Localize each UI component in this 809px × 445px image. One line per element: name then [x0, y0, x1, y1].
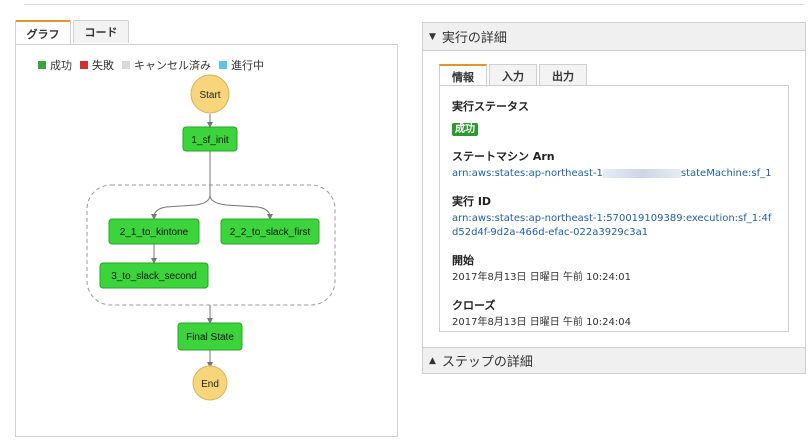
state-init[interactable]: [182, 126, 238, 152]
legend-label: 進行中: [231, 59, 264, 72]
state-kintone-label: 2_1_to_kintone: [120, 227, 189, 238]
tab-output[interactable]: 出力: [539, 64, 587, 86]
state-slack-second[interactable]: [99, 262, 209, 289]
state-slack-first[interactable]: [220, 218, 320, 245]
state-final[interactable]: [177, 322, 243, 351]
state-machine-graph: Start 1_sf_init 2_1_to_kintone 2_2_to_sl…: [86, 74, 336, 401]
execution-details-title: 実行の詳細: [441, 31, 507, 46]
success-swatch: [38, 61, 46, 69]
start-time-label: 開始: [452, 254, 474, 267]
close-time-value: 2017年8月13日 日曜日 午前 10:24:04: [452, 317, 631, 328]
state-final-label: Final State: [186, 332, 234, 343]
legend-label: 失敗: [92, 59, 114, 72]
legend-success: 成功: [38, 57, 72, 73]
edge: [151, 185, 211, 220]
legend-cancelled: キャンセル済み: [122, 57, 211, 73]
tab-info[interactable]: 情報: [439, 64, 487, 87]
state-init-label: 1_sf_init: [191, 135, 228, 146]
arn-suffix: stateMachine:sf_1: [680, 168, 772, 179]
execution-details-panel: ▼ 実行の詳細 情報 入力 出力 実行ステータス 成功 ステートマシン Arn …: [422, 22, 806, 352]
status-label: 実行ステータス: [452, 100, 529, 113]
state-kintone[interactable]: [108, 218, 200, 245]
state-slack-second-label: 3_to_slack_second: [111, 271, 197, 282]
failed-swatch: [80, 61, 88, 69]
redacted-account: [602, 168, 681, 178]
graph-panel: 成功 失敗 キャンセル済み 進行中 Start 1_sf_init 2_1_to…: [15, 44, 398, 437]
legend-in-progress: 進行中: [219, 57, 264, 73]
legend: 成功 失敗 キャンセル済み 進行中: [38, 57, 264, 73]
end-node[interactable]: [192, 365, 228, 401]
legend-label: 成功: [50, 59, 72, 72]
legend-label: キャンセル済み: [134, 59, 211, 72]
edge: [209, 194, 273, 220]
arn-prefix: arn:aws:states:ap-northeast-1: [452, 168, 603, 179]
arn-label: ステートマシン Arn: [452, 150, 555, 163]
caret-down-icon: ▼: [429, 31, 436, 42]
close-time-label: クローズ: [452, 299, 496, 312]
start-label: Start: [199, 90, 220, 101]
step-details-header[interactable]: ▲ ステップの詳細: [422, 347, 806, 374]
exec-id-label: 実行 ID: [452, 195, 492, 208]
start-node[interactable]: [190, 74, 230, 114]
execution-details-header[interactable]: ▼ 実行の詳細: [423, 23, 805, 51]
legend-failed: 失敗: [80, 57, 114, 73]
cancelled-swatch: [122, 61, 130, 69]
parallel-group: [86, 184, 336, 306]
tab-graph[interactable]: グラフ: [15, 20, 71, 45]
status-badge: 成功: [452, 123, 478, 136]
step-details-title: ステップの詳細: [441, 355, 533, 370]
tab-code[interactable]: コード: [73, 20, 129, 43]
tab-input[interactable]: 入力: [489, 64, 537, 86]
top-divider: [24, 4, 805, 5]
start-time-value: 2017年8月13日 日曜日 午前 10:24:01: [452, 272, 631, 283]
arn-link[interactable]: arn:aws:states:ap-northeast-1 stateMachin…: [452, 167, 776, 181]
caret-up-icon: ▲: [429, 355, 436, 366]
end-label: End: [201, 379, 219, 390]
in-progress-swatch: [219, 61, 227, 69]
exec-id-link[interactable]: arn:aws:states:ap-northeast-1:5700191093…: [452, 213, 772, 238]
info-content: 実行ステータス 成功 ステートマシン Arn arn:aws:states:ap…: [439, 85, 789, 332]
state-slack-first-label: 2_2_to_slack_first: [230, 227, 311, 238]
